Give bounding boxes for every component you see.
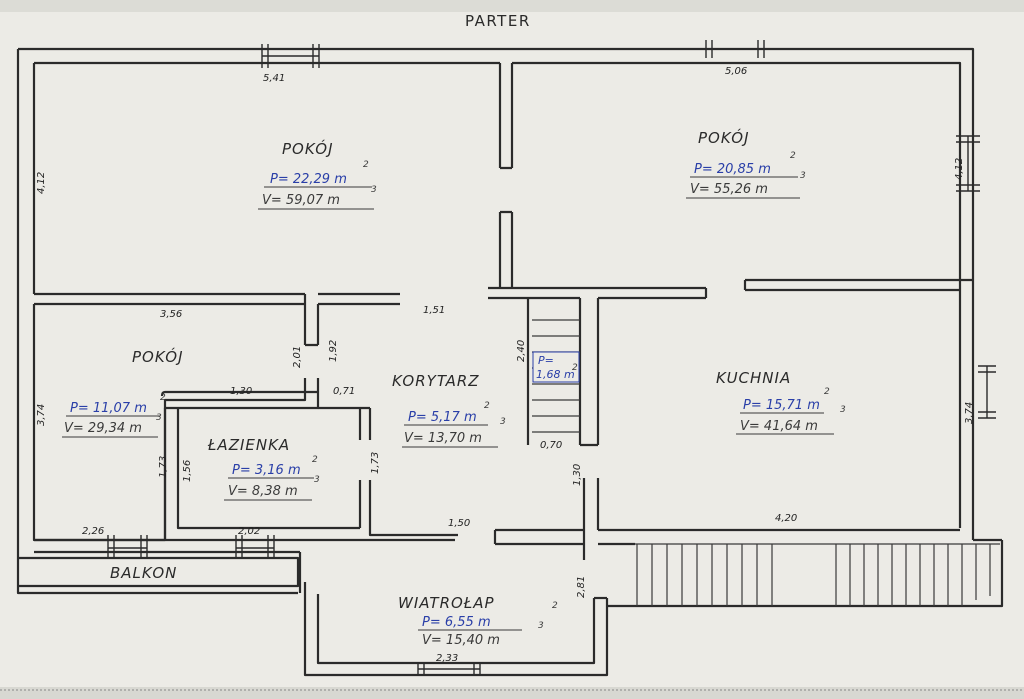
dim-label: 1,30 xyxy=(572,464,583,486)
dim-label: 1,92 xyxy=(328,340,339,362)
dim-label: 2,26 xyxy=(82,526,104,537)
dim-label: 3,74 xyxy=(964,402,975,424)
room-balkon-name: BALKON xyxy=(110,564,177,582)
dim-label: 5,41 xyxy=(263,73,285,84)
dimension-labels: 5,41 5,06 4,12 4,12 3,56 1,51 2,01 1,92 … xyxy=(36,66,975,664)
room-area: P= 20,85 m xyxy=(694,162,771,177)
room-name: WIATROŁAP xyxy=(398,594,495,612)
area-exponent: 2 xyxy=(484,401,490,411)
dim-label: 4,12 xyxy=(954,158,965,180)
room-name: POKÓJ xyxy=(282,139,334,158)
area-exponent: 2 xyxy=(824,387,830,397)
volume-exponent: 3 xyxy=(500,417,506,427)
windows xyxy=(107,40,996,676)
area-exponent: 2 xyxy=(160,393,166,403)
room-area: P= 15,71 m xyxy=(743,398,820,413)
room-name: KORYTARZ xyxy=(392,372,480,390)
room-area: P= 22,29 m xyxy=(270,172,347,187)
room-area: P= 3,16 m xyxy=(232,463,301,478)
dim-label: 5,06 xyxy=(725,66,747,77)
dim-label: 2,33 xyxy=(436,653,458,664)
room-volume: V= 55,26 m xyxy=(690,182,768,197)
room-korytarz: KORYTARZ P= 5,17 m 2 V= 13,70 m 3 xyxy=(392,372,506,448)
area-exponent: 2 xyxy=(312,455,318,465)
dim-label: 2,40 xyxy=(516,340,527,362)
volume-exponent: 3 xyxy=(371,185,377,195)
room-volume: V= 59,07 m xyxy=(262,193,340,208)
room-area: P= 11,07 m xyxy=(70,401,147,416)
dim-label: 2,02 xyxy=(238,526,260,537)
room-pokoj-right: POKÓJ P= 20,85 m 2 V= 55,26 m 3 xyxy=(686,128,806,199)
dim-label: 1,56 xyxy=(182,460,193,482)
room-schody: P= 1,68 m 2 xyxy=(532,351,580,383)
volume-exponent: 3 xyxy=(538,621,544,631)
dim-label: 0,71 xyxy=(333,386,355,397)
dim-label: 4,20 xyxy=(775,513,797,524)
room-volume: V= 29,34 m xyxy=(64,421,142,436)
room-pokoj-small: POKÓJ P= 11,07 m 2 V= 29,34 m 3 xyxy=(62,347,184,438)
room-name: POKÓJ xyxy=(132,347,184,366)
area-exponent: 2 xyxy=(552,601,558,611)
dim-label: 1,30 xyxy=(230,386,252,397)
dim-label: 1,50 xyxy=(448,518,470,529)
room-name: POKÓJ xyxy=(698,128,750,147)
dim-label: 4,12 xyxy=(36,172,47,194)
room-area: P= 6,55 m xyxy=(422,615,491,630)
dim-label: 0,70 xyxy=(540,440,562,451)
room-volume: V= 41,64 m xyxy=(740,419,818,434)
room-area-value: 1,68 m xyxy=(536,368,575,381)
dim-label: 3,56 xyxy=(160,309,182,320)
plan-title: PARTER xyxy=(465,12,531,30)
dim-label: 2,81 xyxy=(576,576,587,598)
area-exponent: 2 xyxy=(572,363,578,373)
volume-exponent: 3 xyxy=(840,405,846,415)
external-stairs xyxy=(635,543,1000,606)
inner-walls xyxy=(18,63,1004,677)
volume-exponent: 3 xyxy=(800,171,806,181)
room-area: P= xyxy=(538,354,554,367)
area-exponent: 2 xyxy=(790,151,796,161)
room-name: KUCHNIA xyxy=(716,369,791,387)
volume-exponent: 3 xyxy=(314,475,320,485)
outer-walls xyxy=(16,47,1002,595)
room-name: ŁAZIENKA xyxy=(207,436,290,454)
dim-label: 1,51 xyxy=(423,305,445,316)
room-volume: V= 13,70 m xyxy=(404,431,482,446)
room-volume: V= 8,38 m xyxy=(228,484,298,499)
dim-label: 1,73 xyxy=(158,456,169,478)
volume-exponent: 3 xyxy=(156,413,162,423)
area-exponent: 2 xyxy=(363,160,369,170)
room-kuchnia: KUCHNIA P= 15,71 m 2 V= 41,64 m 3 xyxy=(716,369,846,435)
room-volume: V= 15,40 m xyxy=(422,633,500,648)
room-pokoj-left: POKÓJ P= 22,29 m 2 V= 59,07 m 3 xyxy=(258,139,377,210)
dim-label: 1,73 xyxy=(370,452,381,474)
room-lazienka: ŁAZIENKA P= 3,16 m 2 V= 8,38 m 3 xyxy=(207,436,320,501)
dim-label: 3,74 xyxy=(36,404,47,426)
room-wiatrolap: WIATROŁAP 2 P= 6,55 m V= 15,40 m 3 xyxy=(398,594,558,648)
room-area: P= 5,17 m xyxy=(408,410,477,425)
dim-label: 2,01 xyxy=(292,346,303,368)
